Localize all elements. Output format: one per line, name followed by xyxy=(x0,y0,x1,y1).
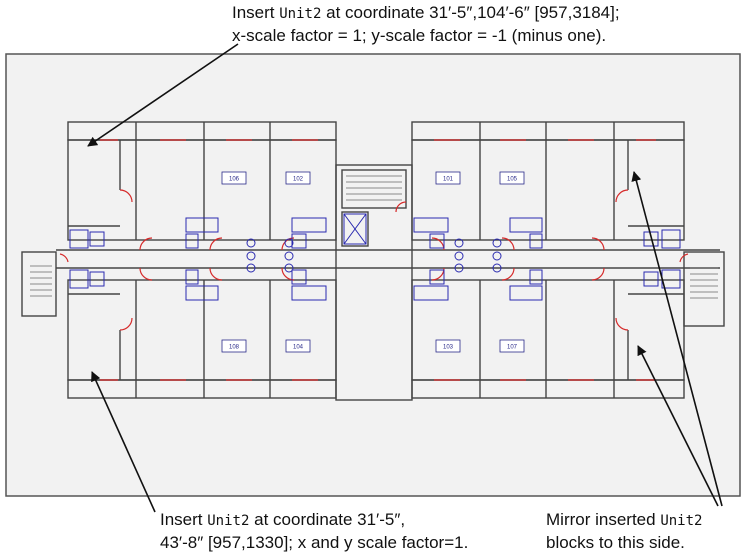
door-swings xyxy=(59,139,689,381)
room-label-105: 105 xyxy=(507,177,518,183)
block-name-unit2: Unit2 xyxy=(660,513,703,529)
room-number-tags: 106 102 101 105 108 104 103 107 xyxy=(221,171,525,353)
callout-br-line1: Mirror inserted Unit2 xyxy=(546,510,703,529)
callout-bl-line1: Insert Unit2 at coordinate 31′-5″, xyxy=(160,510,406,529)
room-label-103: 103 xyxy=(443,345,454,351)
room-tag-105: 105 xyxy=(499,171,525,185)
room-tag-104: 104 xyxy=(285,339,311,353)
room-tag-106: 106 xyxy=(221,171,247,185)
callout-arrows xyxy=(87,43,723,513)
room-label-102: 102 xyxy=(293,177,304,183)
callout-bottom-right-mirror: Mirror inserted Unit2 blocks to this sid… xyxy=(546,509,702,553)
callout-br-line2: blocks to this side. xyxy=(546,533,685,552)
room-label-107: 107 xyxy=(507,345,518,351)
callout-bottom-left-insert: Insert Unit2 at coordinate 31′-5″, 43′-8… xyxy=(160,509,468,553)
elevator-symbol xyxy=(343,213,367,245)
walls xyxy=(21,121,725,401)
stair-treads xyxy=(30,175,718,299)
room-tag-102: 102 xyxy=(285,171,311,185)
arrow-top-to-upper-left-unit xyxy=(87,43,239,147)
room-tag-107: 107 xyxy=(499,339,525,353)
room-label-106: 106 xyxy=(229,177,240,183)
block-name-unit2: Unit2 xyxy=(279,6,322,22)
room-label-101: 101 xyxy=(443,177,454,183)
arrow-bottom-right-to-upper-right-unit xyxy=(631,171,723,507)
callout-bl-line2: 43′-8″ [957,1330]; x and y scale factor=… xyxy=(160,533,469,552)
callout-top-line2: x-scale factor = 1; y-scale factor = -1 … xyxy=(232,26,607,45)
callout-top-line1: Insert Unit2 at coordinate 31′-5″,104′-6… xyxy=(232,3,620,22)
block-name-unit2: Unit2 xyxy=(207,513,250,529)
room-tag-108: 108 xyxy=(221,339,247,353)
arrow-bottom-left-to-lower-left-unit xyxy=(91,371,156,513)
room-label-104: 104 xyxy=(293,345,304,351)
arrow-bottom-right-to-lower-right-unit xyxy=(637,345,719,507)
fixtures xyxy=(69,217,681,301)
room-label-108: 108 xyxy=(229,345,240,351)
room-tag-103: 103 xyxy=(435,339,461,353)
room-tag-101: 101 xyxy=(435,171,461,185)
drawing-frame xyxy=(5,53,741,497)
callout-top-insert: Insert Unit2 at coordinate 31′-5″,104′-6… xyxy=(232,2,620,46)
